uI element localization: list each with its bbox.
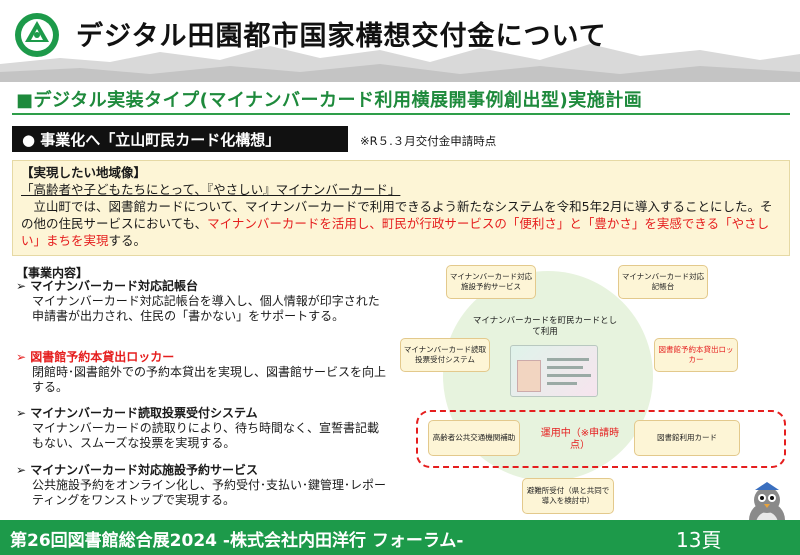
item-body: 公共施設予約をオンライン化し、予約受付･支払い･鍵管理･レポーティングをワンスト…	[32, 478, 387, 507]
item-heading: ➢ 図書館予約本貸出ロッカー	[16, 350, 175, 364]
list-item: ➢ マイナンバーカード対応記帳台 マイナンバーカード対応記帳台を導入し、個人情報…	[16, 279, 386, 324]
list-item: ➢ マイナンバーカード対応施設予約サービス 公共施設予約をオンライン化し、予約受…	[16, 463, 386, 508]
project-heading: ● 事業化へ「立山町民カード化構想」	[12, 126, 348, 152]
list-item: ➢ マイナンバーカード読取投票受付システム マイナンバーカードの読取りにより、待…	[16, 406, 386, 451]
item-body: マイナンバーカード対応記帳台を導入し、個人情報が印字された申請書が出力され、住民…	[32, 294, 380, 323]
operating-services-outline	[416, 410, 786, 468]
item-body: マイナンバーカードの読取りにより、待ち時間なく、宣誓書記載もない、スムーズな投票…	[32, 421, 380, 450]
diagram-center-text: マイナンバーカードを町民カードとして利用	[472, 316, 618, 337]
vision-label: 【実現したい地域像】	[21, 165, 147, 180]
vision-text-highlight: マイナンバーカードを活用し、町民が行政サービスの「便利さ」と「豊かさ」を実感でき…	[21, 216, 770, 248]
footer-bar: 第26回図書館総合展2024 -株式会社内田洋行 フォーラム- 13頁	[0, 520, 800, 555]
page-title: デジタル田園都市国家構想交付金について	[76, 21, 607, 52]
vision-text-before: 立山町では、図書館カードについて、マイナンバーカードで利用できるよう新たなシステ…	[21, 199, 773, 231]
vision-text: 立山町では、図書館カードについて、マイナンバーカードで利用できるよう新たなシステ…	[21, 198, 781, 249]
mountain-silhouette	[0, 44, 800, 82]
item-heading: ➢ マイナンバーカード読取投票受付システム	[16, 406, 258, 420]
operating-label: 運用中（※申請時点）	[540, 428, 620, 451]
application-date-note: ※R５.３月交付金申請時点	[360, 134, 497, 148]
id-photo	[517, 360, 541, 392]
footer-event-title: 第26回図書館総合展2024 -株式会社内田洋行 フォーラム-	[10, 531, 464, 551]
vision-text-after: する。	[108, 233, 147, 248]
card-library-locker: 図書館予約本貸出ロッカー	[654, 338, 738, 372]
vision-slogan: 「高齢者や子どもたちにとって、『やさしい』マイナンバーカード」	[21, 182, 401, 197]
section-subtitle: ■デジタル実装タイプ(マイナンバーカード利用横展開事例創出型)実施計画	[16, 90, 643, 111]
card-shelter-reception: 避難所受付（県と共同で導入を検討中）	[522, 478, 614, 514]
card-library-use: 図書館利用カード	[634, 420, 740, 456]
header: デジタル田園都市国家構想交付金について	[0, 0, 800, 82]
project-content-label: 【事業内容】	[16, 266, 89, 280]
item-heading: ➢ マイナンバーカード対応施設予約サービス	[16, 463, 258, 477]
card-register-desk: マイナンバーカード対応記帳台	[618, 265, 708, 299]
town-emblem-icon	[15, 13, 59, 57]
card-elderly-transport: 高齢者公共交通機関補助	[428, 420, 520, 456]
vision-box: 【実現したい地域像】 「高齢者や子どもたちにとって、『やさしい』マイナンバーカー…	[12, 160, 790, 256]
subtitle-divider	[12, 113, 790, 115]
card-voting-system: マイナンバーカード読取投票受付システム	[400, 338, 490, 372]
item-body: 閉館時･図書館外での予約本貸出を実現し、図書館サービスを向上する。	[32, 365, 387, 394]
my-number-card-icon	[510, 345, 598, 397]
page-number: 13頁	[676, 528, 722, 552]
card-facility-reservation: マイナンバーカード対応施設予約サービス	[446, 265, 536, 299]
item-heading: ➢ マイナンバーカード対応記帳台	[16, 279, 198, 293]
list-item: ➢ 図書館予約本貸出ロッカー 閉館時･図書館外での予約本貸出を実現し、図書館サー…	[16, 350, 386, 395]
